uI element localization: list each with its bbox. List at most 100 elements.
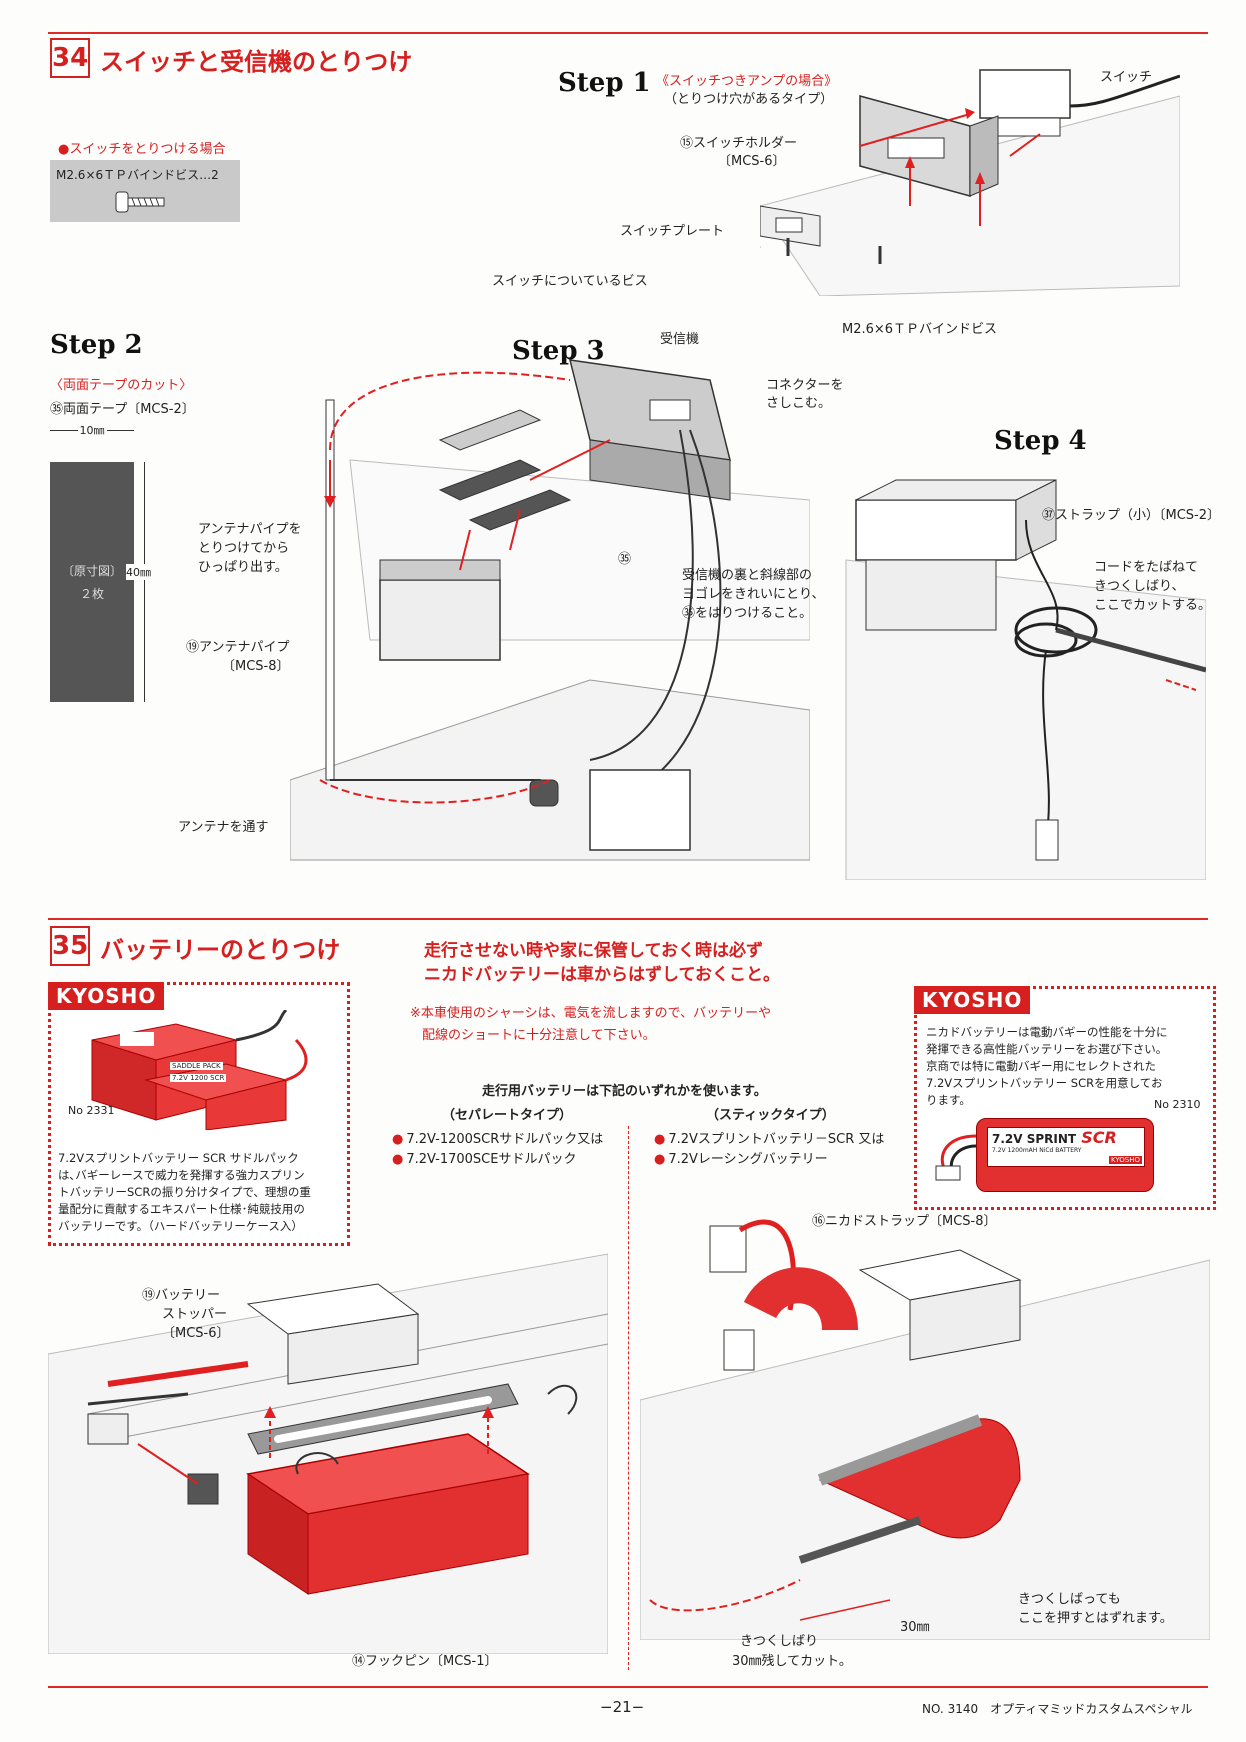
footer-rule (48, 1686, 1208, 1688)
screw-icon (115, 191, 165, 213)
battery-types-heading: 走行用バッテリーは下記のいずれかを使います。 (482, 1084, 767, 1099)
right-diagram-cut-2: 30㎜残してカット。 (732, 1654, 852, 1669)
right-diagram-press-1: きつくしばっても (1018, 1592, 1121, 1607)
left-ad-desc-1: 7.2Vスプリントバッテリー SCR サドルパック (58, 1151, 299, 1165)
stick-battery-label-sub: 7.2V 1200mAH NiCd BATTERY (992, 1147, 1082, 1154)
step1-bind-screws-label: M2.6×6ＴＰバインドビス (842, 322, 998, 337)
step3-label: Step 3 (512, 336, 605, 366)
step4-label: Step 4 (994, 426, 1087, 456)
saddle-pack-image (91, 1010, 308, 1130)
step4-note-2: きつくしばり、 (1094, 579, 1185, 594)
tape-height-label: 40㎜ (126, 564, 151, 580)
right-ad-desc: ニカドバッテリーは電動バギーの性能を十分に 発揮できる高性能バッテリーをお選び下… (926, 1024, 1168, 1109)
parts-heading: ●スイッチをとりつける場合 (58, 142, 226, 157)
left-ad-desc-4: 量配分に貢献するエキスパート仕様･純競技用の (58, 1202, 305, 1216)
step3-note-3: ㉟をはりつけること。 (682, 606, 813, 621)
step1-diagram (760, 69, 1180, 296)
product-name: NO. 3140 オプティマミッドカスタムスペシャル (922, 1702, 1193, 1716)
section-34-title: スイッチと受信機のとりつけ (100, 48, 413, 76)
step1-switch-label: スイッチ (1100, 70, 1153, 85)
step4-note-3: ここでカットする。 (1094, 598, 1212, 613)
warning-line-1: 走行させない時や家に保管しておく時は必ず (424, 941, 763, 961)
left-ad-desc-5: バッテリーです。（ハードバッテリーケース入） (58, 1219, 303, 1233)
left-ad-desc: 7.2Vスプリントバッテリー SCR サドルパック は､バギーレースで威力を発揮… (58, 1150, 311, 1235)
step3-antenna-3: ひっぱり出す。 (198, 560, 288, 575)
section-34-number: 34 (50, 38, 90, 78)
right-diagram-dim: 30㎜ (900, 1620, 930, 1635)
stick-heading: （スティックタイプ） (706, 1108, 835, 1123)
left-diagram-stopper-code: 〔MCS-6〕 (162, 1326, 230, 1341)
stick-battery-label-main: 7.2V SPRINT (992, 1132, 1077, 1146)
caution-line-1: ※本車使用のシャーシは、電気を流しますので、バッテリーや (410, 1006, 772, 1021)
caution-line-2: 配線のショートに十分注意して下さい。 (422, 1028, 656, 1043)
left-diagram-stopper-2: ストッパー (162, 1307, 228, 1322)
step3-connector-2: さしこむ。 (766, 396, 832, 411)
step1-plate-label: スイッチプレート (620, 224, 725, 239)
section-35-number: 35 (50, 926, 90, 966)
step1-subtitle: （とりつけ穴があるタイプ） (664, 92, 834, 107)
separate-item-1: 7.2V-1200SCRサドルパック又は (392, 1130, 603, 1150)
step4-note-1: コードをたばねて (1094, 560, 1199, 575)
step3-antenna-2: とりつけてから (198, 541, 290, 556)
step1-label: Step 1 (558, 68, 651, 98)
right-ad-brand: KYOSHO (914, 986, 1031, 1014)
tape-count-label: ２枚 (79, 587, 104, 601)
step1-subtitle-red: 《スイッチつきアンプの場合》 (656, 74, 838, 89)
step3-antenna-1: アンテナパイプを (198, 522, 302, 537)
left-diagram-stopper-1: ⑲バッテリー (142, 1288, 221, 1303)
page-number: −21− (600, 1698, 645, 1716)
left-ad-brand: KYOSHO (48, 982, 165, 1010)
right-ad-desc-5: ります。 (926, 1093, 971, 1107)
step1-holder-label: ⑮スイッチホルダー (680, 136, 798, 151)
top-rule (48, 32, 1208, 34)
right-battery-diagram (640, 1219, 1210, 1640)
stick-battery-lead (935, 1134, 977, 1181)
separate-item-2: 7.2V-1700SCEサドルパック (392, 1150, 603, 1170)
separate-heading: （セパレートタイプ） (442, 1108, 573, 1123)
tape-width-label: 10㎜ (77, 424, 107, 437)
section-35-title: バッテリーのとりつけ (100, 936, 341, 964)
step3-tape-ref: ㉟ (618, 552, 632, 567)
step3-note-1: 受信機の裏と斜線部の (682, 568, 813, 583)
step1-screws-label: スイッチについているビス (492, 274, 648, 289)
stick-list: 7.2Vスプリントバッテリ－SCR 又は 7.2Vレーシングバッテリー (654, 1130, 884, 1170)
right-ad-desc-3: 京商では特に電動バギー用にセレクトされた (926, 1059, 1156, 1073)
right-diagram-strap: ⑯ニカドストラップ〔MCS-8〕 (812, 1214, 997, 1229)
separate-list: 7.2V-1200SCRサドルパック又は 7.2V-1700SCEサドルパック (392, 1130, 603, 1170)
right-ad-desc-1: ニカドバッテリーは電動バギーの性能を十分に (926, 1025, 1168, 1039)
stick-battery-label: 7.2V SPRINT SCR 7.2V 1200mAH NiCd BATTER… (987, 1127, 1145, 1167)
step2-label: Step 2 (50, 330, 143, 360)
right-ad-desc-2: 発揮できる高性能バッテリーをお選び下さい。 (926, 1042, 1168, 1056)
left-ad-desc-3: トバッテリーSCRの振り分けタイプで、理想の重 (58, 1185, 311, 1199)
parts-item: M2.6×6ＴＰバインドビス…2 (56, 168, 219, 182)
stick-item-1: 7.2Vスプリントバッテリ－SCR 又は (654, 1130, 884, 1150)
step3-receiver-label: 受信機 (660, 332, 700, 347)
step3-antenna-pass: アンテナを通す (178, 820, 269, 835)
tape-height-dim (144, 462, 145, 702)
step1-holder-code: 〔MCS-6〕 (718, 154, 786, 169)
left-ad-pack-label-2: 7.2V 1200 SCR (170, 1074, 227, 1082)
step3-diagram (290, 359, 810, 861)
step2-subtitle-red: 〈両面テープのカット〉 (50, 378, 193, 393)
left-battery-diagram (48, 1253, 608, 1654)
right-ad-product-no: No 2310 (1154, 1098, 1201, 1111)
step4-diagram (845, 479, 1206, 880)
step3-connector-1: コネクターを (766, 378, 844, 393)
left-ad-box (48, 982, 350, 1246)
right-diagram-cut-1: きつくしばり (740, 1634, 819, 1649)
stick-battery-label-scr: SCR (1081, 1128, 1117, 1147)
tape-width-dim: 10㎜ (50, 424, 134, 447)
tape-sample: 〔原寸図〕 ２枚 (50, 462, 134, 702)
step3-note-2: ヨゴレをきれいにとり、 (682, 587, 825, 602)
left-ad-pack-label-1: SADDLE PACK (170, 1062, 223, 1070)
parts-box: M2.6×6ＴＰバインドビス…2 (50, 160, 240, 222)
step2-tape-label: ㉟両面テープ〔MCS-2〕 (50, 402, 195, 417)
left-ad-product-no: No 2331 (68, 1104, 115, 1117)
section-35-rule (48, 918, 1208, 920)
right-ad-desc-4: 7.2Vスプリントバッテリー SCRを用意してお (926, 1076, 1163, 1090)
step4-strap-label: ㊲ストラップ（小）〔MCS-2〕 (1042, 508, 1221, 523)
step3-pipe-label: ⑲アンテナパイプ (186, 640, 290, 655)
left-ad-desc-2: は､バギーレースで威力を発揮する強力スプリン (58, 1168, 305, 1182)
left-diagram-hook-pin: ⑭フックピン〔MCS-1〕 (352, 1654, 498, 1669)
tape-scale-label: 〔原寸図〕 (61, 564, 122, 578)
